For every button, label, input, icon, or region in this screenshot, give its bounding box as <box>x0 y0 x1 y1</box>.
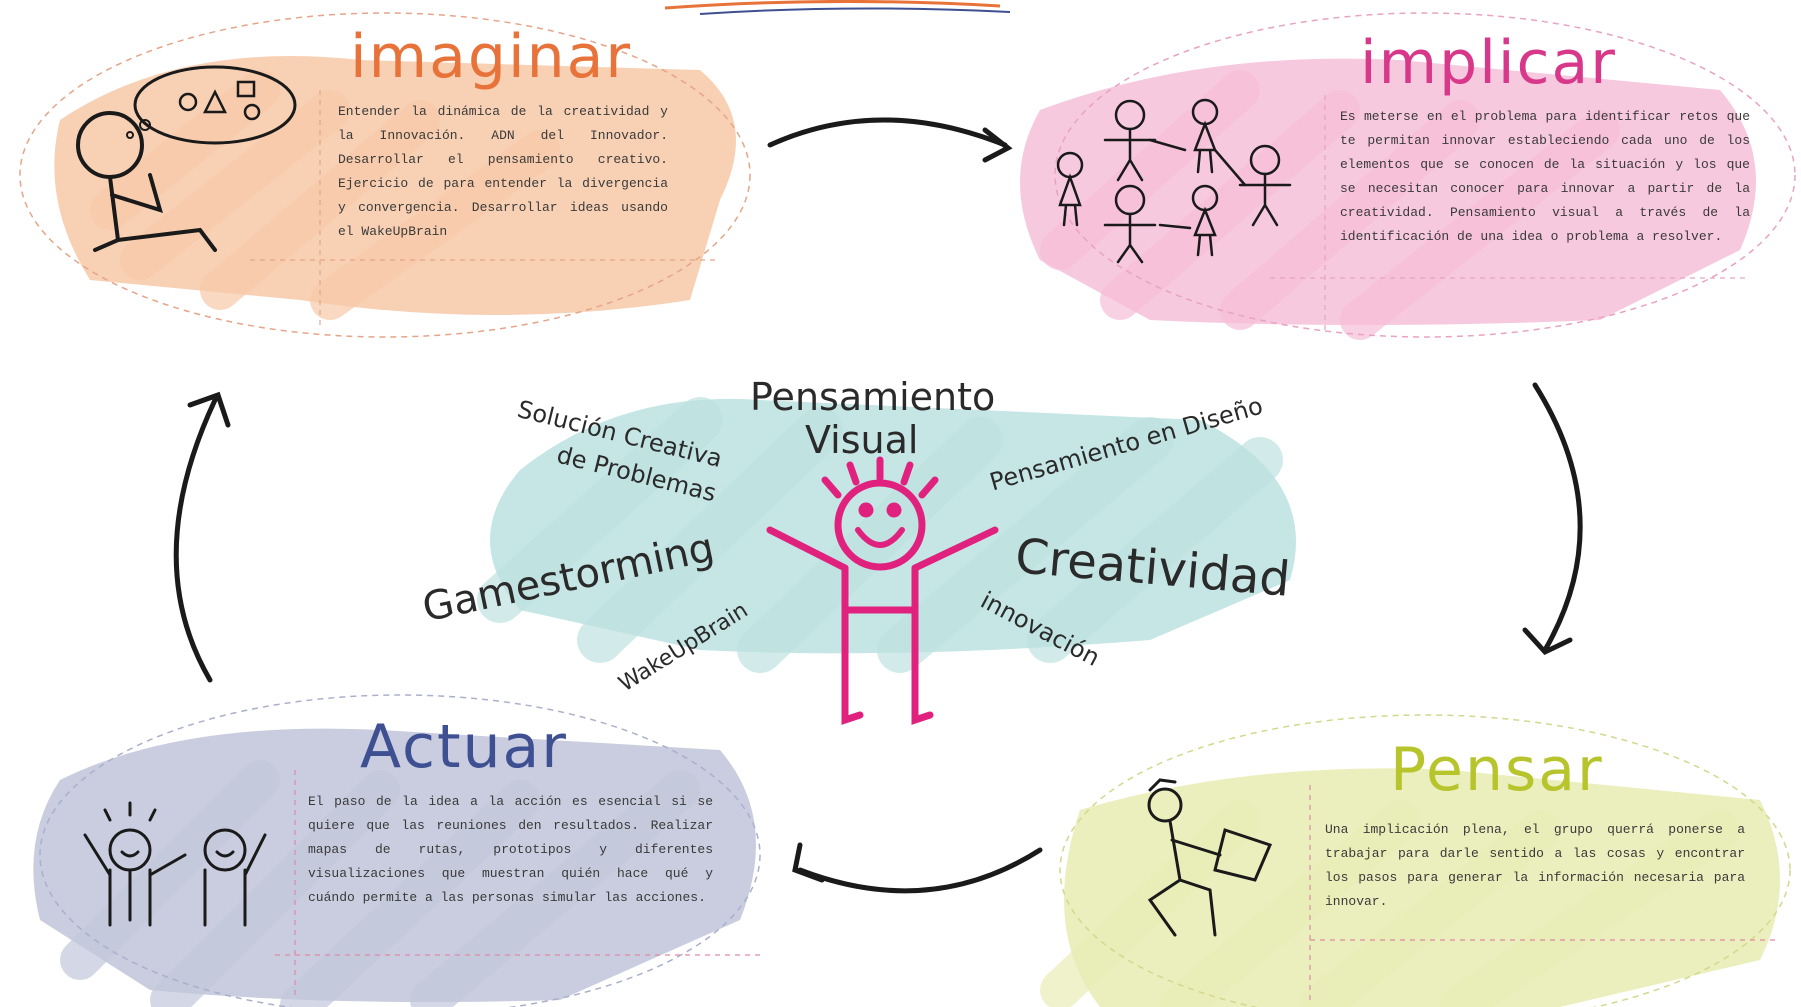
imaginar-blob <box>54 56 737 320</box>
actuar-blob <box>33 728 757 1007</box>
team-people-icon <box>1056 98 1292 264</box>
working-person-icon <box>1147 778 1273 937</box>
happy-person-icon <box>766 456 999 725</box>
implicar-ellipse <box>1054 12 1796 338</box>
implicar-title: implicar <box>1360 28 1617 98</box>
pensar-title: Pensar <box>1390 735 1604 805</box>
implicar-description: Es meterse en el problema para identific… <box>1340 109 1750 244</box>
cycle-arrows <box>173 117 1583 894</box>
imaginar-ellipse <box>19 12 751 338</box>
arrow-imaginar-to-implicar <box>767 117 1008 148</box>
pensar-ellipse <box>1059 714 1791 1007</box>
actuar-description: El paso de la idea a la acción es esenci… <box>308 794 713 905</box>
actuar-title: Actuar <box>360 712 568 782</box>
term-pensamiento: Pensamiento <box>750 375 996 419</box>
arrow-pensar-to-actuar <box>797 847 1043 894</box>
thinking-person-icon <box>76 65 297 252</box>
arrow-implicar-to-pensar <box>1532 382 1583 653</box>
actuar-ellipse <box>39 694 761 1007</box>
pensar-blob <box>1040 768 1780 1007</box>
arrow-actuar-to-imaginar <box>173 397 218 683</box>
term-visual: Visual <box>805 418 919 462</box>
two-people-icon <box>83 801 267 927</box>
top-decoration <box>664 0 1011 15</box>
imaginar-description: Entender la dinámica de la creatividad y… <box>338 104 668 239</box>
pensar-description: Una implicación plena, el grupo querrá p… <box>1325 822 1745 909</box>
imaginar-title: imaginar <box>350 22 633 92</box>
